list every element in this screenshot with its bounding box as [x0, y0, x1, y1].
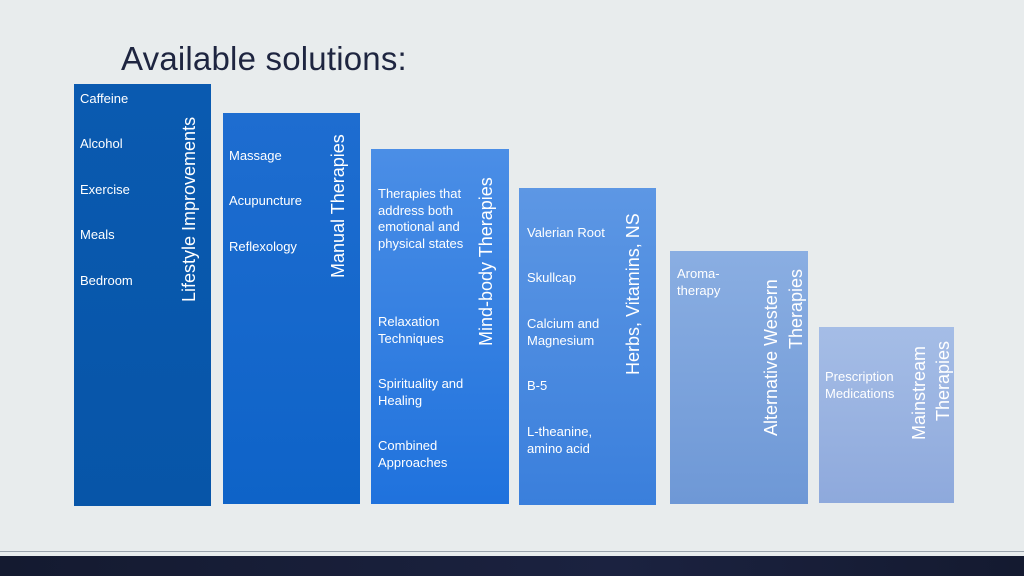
- list-item: L-theanine, amino acid: [527, 424, 593, 456]
- list-item: Bedroom: [80, 273, 133, 288]
- list-item: Combined Approaches: [378, 438, 448, 470]
- column-alternative-western-therapies: Aroma-therapy Alternative Western Therap…: [670, 251, 808, 504]
- footer-divider: [0, 551, 1024, 552]
- column-mind-body-therapies: Therapies that address both emotional an…: [371, 149, 509, 504]
- list-item: Acupuncture: [229, 193, 302, 208]
- column-label-line1: Mainstream: [909, 345, 929, 440]
- column-label-line1: Alternative Western: [761, 279, 781, 436]
- list-item: Aroma-therapy: [677, 266, 721, 298]
- slide-title: Available solutions:: [121, 40, 407, 77]
- list-item: Spirituality and Healing: [378, 376, 464, 408]
- list-item: Prescription Medications: [825, 369, 895, 401]
- list-item: B-5: [527, 378, 548, 393]
- column-lifestyle-improvements: Caffeine Alcohol Exercise Meals Bedroom …: [74, 84, 211, 506]
- list-item: Therapies that address both emotional an…: [378, 186, 464, 251]
- list-item: Valerian Root: [527, 225, 605, 240]
- list-item: Alcohol: [80, 136, 123, 151]
- column-label: Herbs, Vitamins, NS: [623, 213, 643, 375]
- column-herbs-vitamins: Valerian Root Skullcap Calcium and Magne…: [519, 188, 656, 505]
- list-item: Exercise: [80, 182, 130, 197]
- list-item: Meals: [80, 227, 115, 242]
- footer-bar: [0, 556, 1024, 576]
- column-label: Lifestyle Improvements: [179, 116, 199, 302]
- column-mainstream-therapies: Prescription Medications Mainstream Ther…: [819, 327, 954, 503]
- list-item: Skullcap: [527, 270, 577, 285]
- list-item: Calcium and Magnesium: [527, 316, 600, 348]
- column-label-line2: Therapies: [933, 340, 953, 421]
- list-item: Reflexology: [229, 239, 297, 254]
- list-item: Massage: [229, 148, 282, 163]
- column-label-line2: Therapies: [786, 268, 806, 349]
- column-label: Mind-body Therapies: [476, 177, 496, 346]
- list-item: Caffeine: [80, 91, 129, 106]
- list-item: Relaxation Techniques: [378, 314, 444, 346]
- column-manual-therapies: Massage Acupuncture Reflexology Manual T…: [223, 113, 360, 504]
- column-label: Manual Therapies: [328, 134, 348, 278]
